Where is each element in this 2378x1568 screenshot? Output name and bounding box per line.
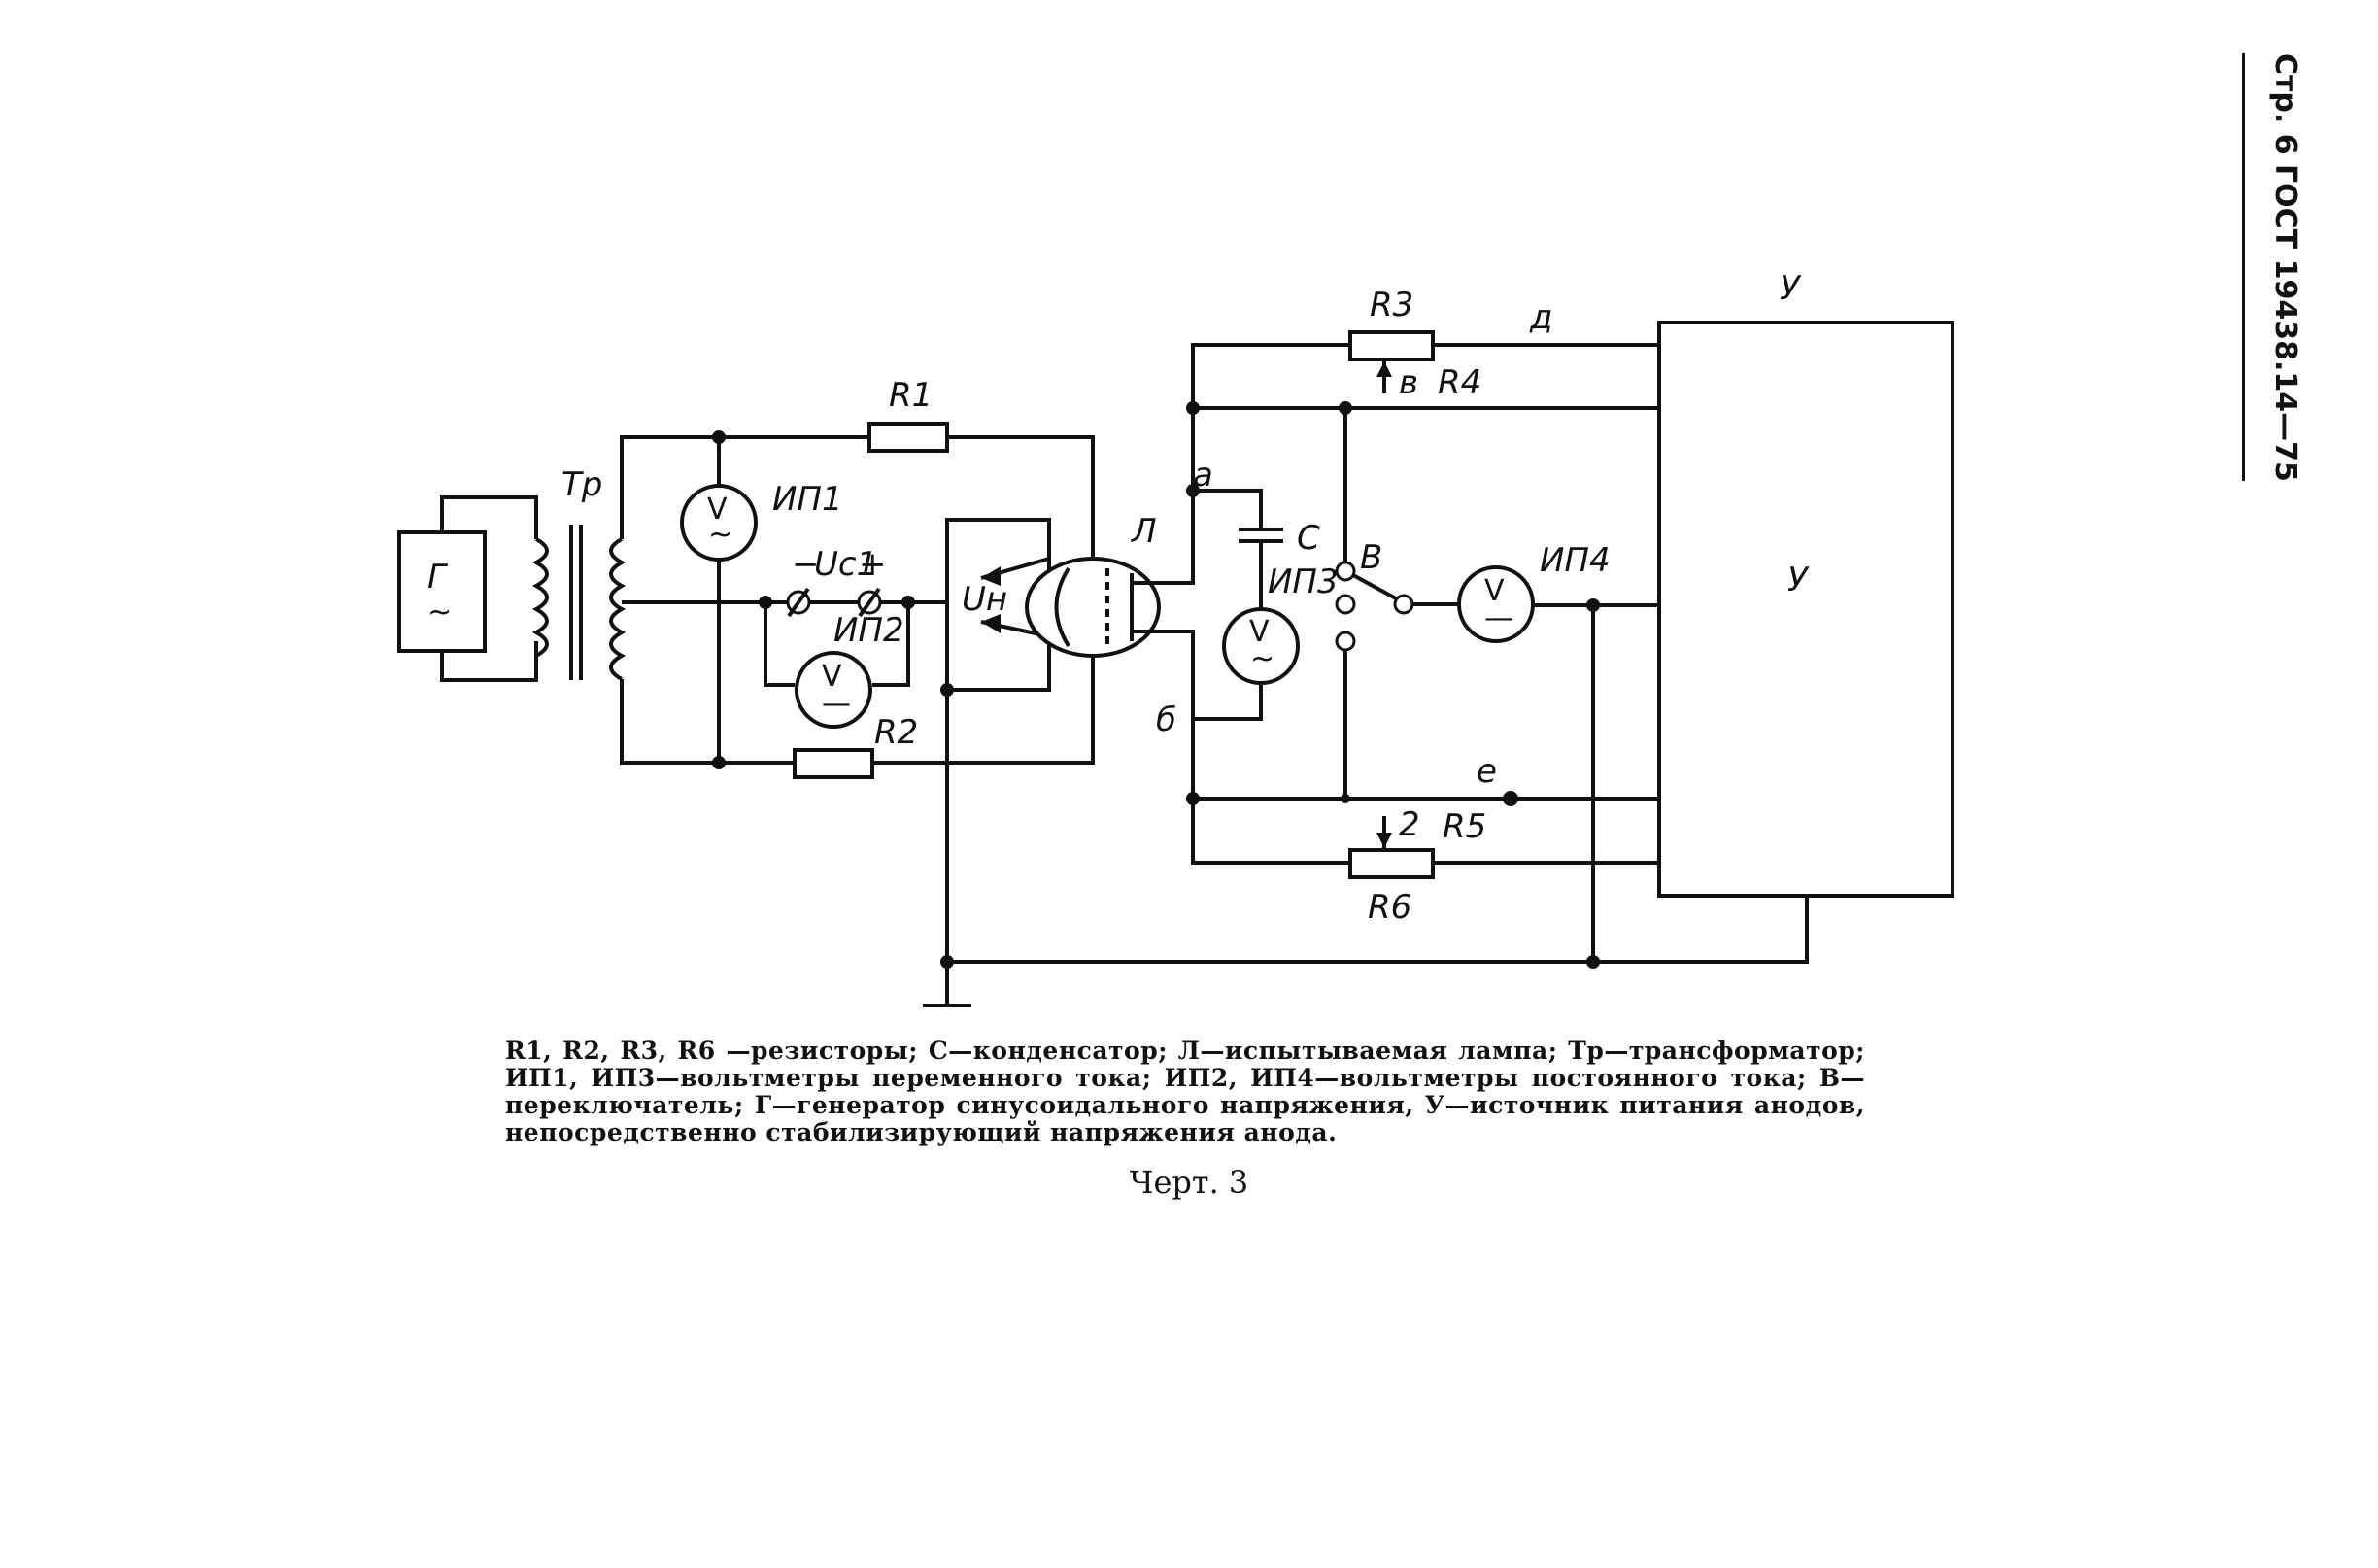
switch-b: В	[1335, 408, 1457, 799]
lamp-label: Л	[1130, 512, 1157, 551]
resistor-r6: 2 R5 R6 е	[1348, 752, 1497, 927]
ground-bus-wire	[947, 896, 1809, 964]
r5-label: R5	[1443, 807, 1486, 846]
svg-text:~: ~	[1250, 642, 1274, 676]
svg-text:V: V	[822, 660, 842, 694]
r1-label: R1	[889, 376, 933, 415]
voltmeter-ip1: V ~ ИП1	[680, 480, 843, 562]
ip4-label: ИП4	[1540, 541, 1611, 580]
cap-label: С	[1297, 519, 1320, 558]
svg-text:—: —	[822, 687, 851, 721]
figure-label: Черт. 3	[1129, 1164, 1249, 1201]
node-g-label: 2	[1399, 805, 1420, 844]
supply-block: У У	[1657, 269, 1954, 898]
r3-label: R3	[1370, 286, 1413, 324]
svg-text:V: V	[1484, 574, 1505, 608]
switch-label: В	[1360, 538, 1382, 577]
node-d-label: д	[1529, 298, 1553, 337]
generator-block: Г ~	[397, 495, 538, 682]
capacitor-c: С а	[1193, 456, 1320, 607]
header-rule	[2242, 53, 2245, 481]
voltmeter-ip2: V — ИП2	[764, 602, 910, 729]
svg-text:−: −	[792, 545, 820, 584]
un-label: Uн	[962, 580, 1007, 619]
svg-text:~: ~	[708, 518, 732, 552]
svg-text:V: V	[707, 493, 728, 527]
svg-text:—: —	[1484, 601, 1513, 635]
resistor-r3: R3 в R4 д	[1348, 286, 1553, 402]
node-e-label: е	[1477, 752, 1497, 791]
ip3-label: ИП3	[1268, 562, 1339, 601]
resistor-r2: R2	[793, 713, 918, 779]
generator-label: Г	[427, 558, 449, 597]
svg-text:+: +	[859, 545, 887, 584]
uc1-label: Uc1	[814, 545, 877, 584]
r2-label: R2	[874, 713, 918, 752]
voltmeter-ip4: V — ИП4	[1457, 541, 1659, 643]
transformer-label: Тр	[561, 465, 602, 504]
grid-bias-terminals: − Uc1 +	[786, 545, 887, 618]
ip2-label: ИП2	[833, 611, 904, 650]
supply-top-label: У	[1780, 269, 1802, 308]
lamp-l: Uн Л	[945, 512, 1185, 692]
circuit-diagram: Г ~ Тр R1 R2 V ~ ИП1 V — ИП2	[397, 269, 1954, 1007]
r4-label: R4	[1438, 363, 1481, 402]
node-a-label: а	[1193, 456, 1213, 494]
r6-label: R6	[1368, 888, 1411, 927]
transformer: Тр	[531, 465, 627, 681]
generator-ac-symbol: ~	[427, 596, 452, 630]
supply-mid-label: У	[1787, 561, 1810, 599]
resistor-r1: R1	[867, 376, 949, 453]
svg-text:V: V	[1249, 615, 1270, 649]
node-v-label: в	[1399, 363, 1418, 402]
voltmeter-ip3: V ~ ИП3 б	[1156, 562, 1339, 739]
page-header: Стр. 6 ГОСТ 19438.14—75	[2268, 53, 2302, 482]
figure-caption: R1, R2, R3, R6 —резисторы; С—конденсатор…	[505, 1037, 1865, 1146]
ip1-label: ИП1	[772, 480, 843, 519]
node-b-label: б	[1156, 700, 1176, 739]
